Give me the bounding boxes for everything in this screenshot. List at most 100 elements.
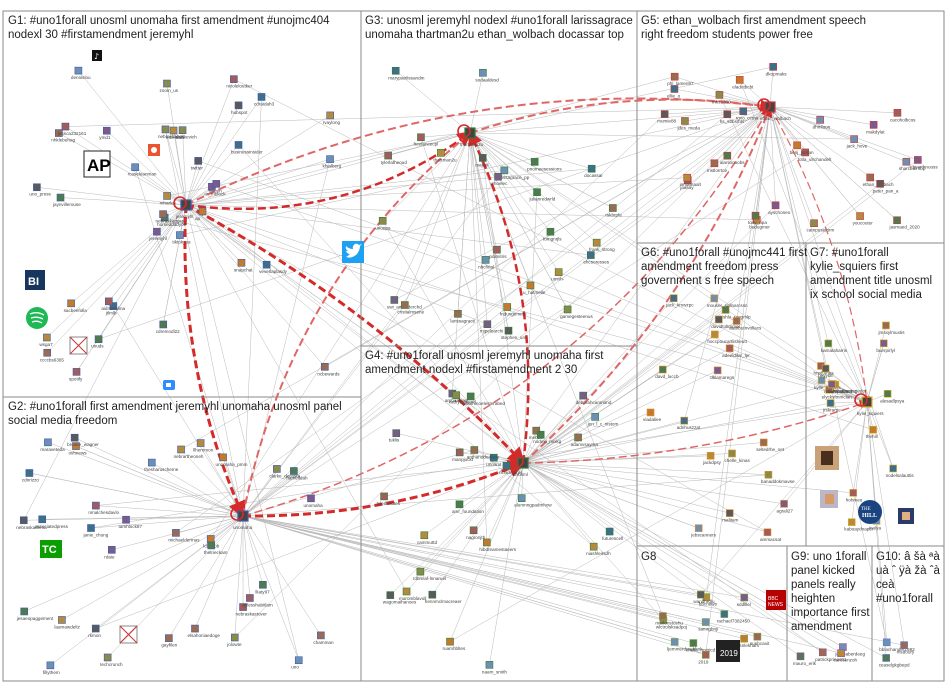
node-whoelec: whoelec xyxy=(491,172,508,186)
edge xyxy=(522,192,538,464)
node-hs_sbbsmts: hs_sbbsmts xyxy=(720,110,745,124)
svg-text:fndungemme: fndungemme xyxy=(500,312,527,317)
edge xyxy=(185,168,592,206)
node-youcouter: youcouter xyxy=(853,212,873,226)
edge xyxy=(866,401,887,658)
svg-text:ncbewards: ncbewards xyxy=(317,371,340,376)
svg-text:jasmaed_2020: jasmaed_2020 xyxy=(889,225,921,230)
svg-text:gayfilen: gayfilen xyxy=(161,643,177,648)
svg-text:kfsalberg: kfsalberg xyxy=(323,164,342,169)
svg-text:frank_strong: frank_strong xyxy=(589,247,615,252)
edge xyxy=(185,204,242,263)
svg-text:thetrieckam: thetrieckam xyxy=(204,550,228,555)
edge xyxy=(242,515,694,644)
edge xyxy=(395,70,471,134)
group-title-g4-line1: G4: #uno1forall unosml jeremyhl unomaha … xyxy=(365,350,604,362)
edge xyxy=(185,204,407,592)
node-alesadlpsya: alesadlpsya xyxy=(880,389,905,403)
svg-text:realdonaldtrump: realdonaldtrump xyxy=(824,389,858,394)
svg-text:ljemmerdeuddmk: ljemmerdeuddmk xyxy=(667,646,703,651)
node-dblamaregs: dblamaregs xyxy=(710,366,735,380)
node-cdnrizzo: cdnrizzo xyxy=(22,469,39,483)
node-techcrunch: techcrunch xyxy=(100,653,123,667)
svg-text:twitter: twitter xyxy=(191,165,204,170)
edge xyxy=(522,348,730,464)
svg-text:chelle_kinas: chelle_kinas xyxy=(725,458,751,463)
edge xyxy=(469,132,486,260)
svg-text:bblachander1982: bblachander1982 xyxy=(879,647,915,652)
node-jaynvillerouse: jaynvillerouse xyxy=(52,193,81,207)
edge xyxy=(522,462,768,533)
node-campuseform: campuseform xyxy=(807,219,835,233)
node-ehcsoresses: ehcsoresses xyxy=(583,251,610,265)
node-cristialmsene: cristialmsene xyxy=(397,301,425,315)
node-dkopmaks: dkopmaks xyxy=(766,63,787,76)
svg-text:jaasay: jaasay xyxy=(679,185,694,190)
node-cdraidah3: cdraidah3 xyxy=(254,93,275,106)
edge xyxy=(866,325,887,403)
node-nebraskadema: nebraskadema xyxy=(16,516,47,530)
edge xyxy=(522,159,918,464)
edge xyxy=(185,96,262,206)
hub-edge xyxy=(183,204,246,520)
edge xyxy=(202,211,524,464)
edge xyxy=(242,449,475,517)
node-rdaie: rdaie xyxy=(104,546,116,559)
svg-text:unosml: unosml xyxy=(513,472,528,477)
edge xyxy=(242,515,745,598)
edge xyxy=(522,319,719,464)
hub-edge xyxy=(185,131,473,211)
svg-text:buerpirlyl: buerpirlyl xyxy=(876,348,895,353)
edge xyxy=(185,160,199,206)
edge xyxy=(242,474,769,517)
node-cbvarthnuoss: cbvarthnuoss xyxy=(910,156,938,169)
node-thehill: thehill xyxy=(866,425,878,439)
node-hennmclmacreaer: hennmclmacreaer xyxy=(425,590,462,604)
node-larissagrace_pp: larissagrace_pp xyxy=(497,166,530,180)
node-thesharuscheme: thesharuscheme xyxy=(144,458,179,472)
edge xyxy=(828,343,868,403)
edge xyxy=(46,204,187,338)
node-uoommoelesterabed: uoommoelesterabed xyxy=(463,392,505,406)
svg-text:businessinsider: businessinsider xyxy=(231,149,263,154)
svg-text:larissagrace: larissagrace xyxy=(450,318,475,323)
edge xyxy=(75,445,244,517)
hub-edge xyxy=(242,131,472,517)
edge xyxy=(95,462,524,506)
edge xyxy=(449,401,868,642)
group-title-g9-line3: panels really xyxy=(791,579,856,591)
group-title-g3-line2: unomaha thartman2u ethan_wolbach docassa… xyxy=(365,29,624,41)
node-buerpirlyl: buerpirlyl xyxy=(876,339,895,353)
node-gamegesteenus: gamegesteenus xyxy=(560,305,593,319)
edge xyxy=(24,515,244,612)
svg-text:nebraskastover: nebraskastover xyxy=(236,612,268,617)
svg-text:eladotbcbt: eladotbcbt xyxy=(732,84,754,89)
svg-text:naam_smith: naam_smith xyxy=(482,669,507,674)
edge xyxy=(851,401,868,523)
group-title-g5-line2: right freedom students power free xyxy=(641,29,813,41)
2019-poster: 2019 xyxy=(716,640,740,662)
svg-text:lincoln: lincoln xyxy=(209,188,222,193)
svg-text:dennislou: dennislou xyxy=(71,75,91,80)
edge xyxy=(700,401,868,595)
edge xyxy=(234,106,771,638)
node-aylesshabitlam: aylesshabitlam xyxy=(242,594,273,607)
svg-text:hennmclmacreaer: hennmclmacreaer xyxy=(425,599,462,604)
edge xyxy=(47,204,187,353)
svg-text:hoccpoucartlisheutt: hoccpoucartlisheutt xyxy=(707,339,747,344)
edge xyxy=(185,204,823,653)
node-lincoln: lincoln xyxy=(209,180,222,193)
node-chelia_mstricd: chelia_mstricd xyxy=(686,639,716,653)
svg-text:kamalaharris: kamalaharris xyxy=(821,348,848,353)
edge xyxy=(432,462,524,595)
edge xyxy=(866,401,905,646)
edge xyxy=(522,416,596,464)
svg-text:associatedpress: associatedpress xyxy=(35,524,69,529)
node-sunhcaxit: sunhcaxit xyxy=(750,632,770,646)
edge xyxy=(242,515,322,636)
svg-text:horseddady00: horseddady00 xyxy=(157,222,187,227)
node-nhklebehag: nhklebehag xyxy=(51,129,75,143)
hubspot-icon xyxy=(148,144,160,156)
edge xyxy=(242,306,508,517)
edge xyxy=(108,204,187,302)
